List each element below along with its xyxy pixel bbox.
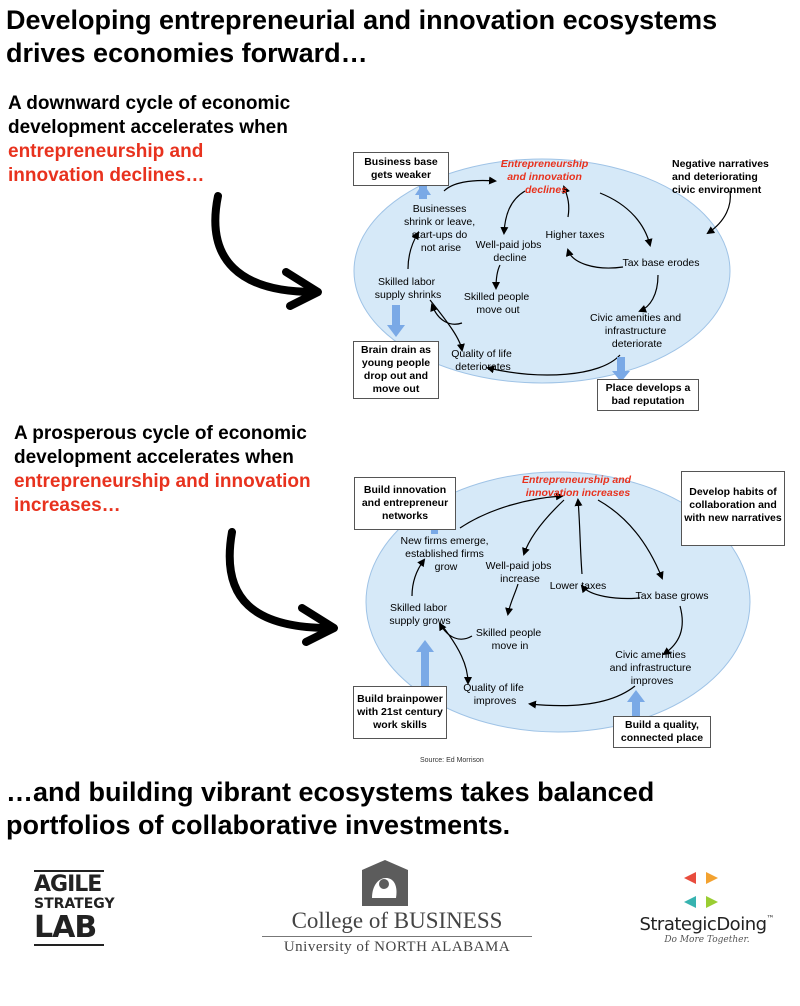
- blue-arrow-down-2: [612, 371, 630, 382]
- downward-cycle-arrows: [407, 176, 659, 376]
- node-businesses-shrink: Businesses shrink or leave, start-ups do…: [404, 203, 478, 254]
- downward-intro-red-line1: entrepreneurship and: [8, 141, 204, 162]
- upward-pointer-arrow: [225, 528, 338, 646]
- node-jobs-decline: Well-paid jobs decline: [476, 239, 545, 264]
- node-skilled-labor-grows: Skilled labor supply grows: [389, 602, 450, 627]
- node-tax-base-grows: Tax base grows: [636, 590, 709, 602]
- downward-intro-red-line2: innovation declines…: [8, 165, 205, 186]
- upward-intro-red-line1: entrepreneurship and innovation: [14, 471, 311, 492]
- college-of-business-logo: College of BUSINESS University of NORTH …: [262, 908, 532, 957]
- box-build-brainpower: Build brainpower with 21st century work …: [353, 686, 447, 739]
- upward-center-label: Entrepreneurship and innovation increase…: [522, 474, 634, 499]
- page-title-line1: Developing entrepreneurial and innovatio…: [6, 5, 718, 35]
- node-civic-improves: Civic amenities and infrastructure impro…: [610, 649, 695, 687]
- downward-ellipse: [353, 158, 731, 384]
- downward-blue-arrows: [387, 183, 630, 382]
- downward-intro-line1: A downward cycle of economic: [8, 93, 291, 114]
- box-business-base-weaker: Business base gets weaker: [353, 152, 449, 186]
- upward-cycle-arrows: [411, 492, 683, 709]
- box-develop-habits: Develop habits of collaboration and with…: [681, 471, 785, 546]
- downward-center-label: Entrepreneurship and innovation declines: [501, 158, 591, 196]
- node-skilled-people-out: Skilled people move out: [464, 291, 532, 316]
- downward-intro: A downward cycle of economic development…: [8, 92, 290, 188]
- node-lower-taxes: Lower taxes: [550, 580, 607, 592]
- footer-title-line1: …and building vibrant ecosystems takes b…: [6, 777, 655, 807]
- blue-arrow-up-brainpower: [416, 640, 434, 652]
- box-quality-place: Build a quality, connected place: [613, 716, 711, 748]
- upward-intro-line1: A prosperous cycle of economic: [14, 423, 307, 444]
- upward-intro: A prosperous cycle of economic developme…: [14, 422, 311, 518]
- strategic-doing-logo: StrategicDoing™ Do More Together.: [639, 914, 775, 945]
- box-bad-reputation: Place develops a bad reputation: [597, 379, 699, 411]
- page-title-line2: drives economies forward…: [6, 38, 368, 68]
- upward-ellipse: [365, 471, 751, 733]
- node-jobs-increase: Well-paid jobs increase: [486, 560, 555, 585]
- strategic-doing-arrows-icon: [676, 868, 726, 912]
- node-skilled-labor-shrinks: Skilled labor supply shrinks: [375, 276, 442, 301]
- node-civic-deteriorate: Civic amenities and infrastructure deter…: [590, 312, 684, 350]
- downward-intro-line2: development accelerates when: [8, 117, 288, 138]
- box-negative-narratives: Negative narratives and deteriorating ci…: [672, 158, 769, 196]
- upward-cycle-diagram: Entrepreneurship and innovation increase…: [365, 471, 751, 764]
- box-brain-drain: Brain drain as young people drop out and…: [353, 341, 439, 399]
- agile-strategy-lab-logo: AGILE STRATEGY LAB: [34, 870, 115, 946]
- node-quality-improves: Quality of life improves: [463, 682, 527, 707]
- downward-pointer-arrow: [211, 192, 322, 310]
- upward-intro-red-line2: increases…: [14, 495, 121, 516]
- node-higher-taxes: Higher taxes: [546, 229, 605, 241]
- footer-title: …and building vibrant ecosystems takes b…: [6, 776, 796, 842]
- node-new-firms: New firms emerge, established firms grow: [400, 535, 491, 573]
- lion-crest-icon: [360, 860, 410, 906]
- node-quality-deteriorates: Quality of life deteriorates: [451, 348, 515, 373]
- blue-arrow-up-place: [627, 690, 645, 702]
- box-build-networks: Build innovation and entrepreneur networ…: [354, 477, 456, 530]
- node-tax-base-erodes: Tax base erodes: [622, 257, 699, 269]
- footer-title-line2: portfolios of collaborative investments.: [6, 810, 511, 840]
- node-skilled-people-in: Skilled people move in: [476, 627, 544, 652]
- blue-arrow-down: [387, 325, 405, 337]
- upward-intro-line2: development accelerates when: [14, 447, 294, 468]
- source-label: Source: Ed Morrison: [420, 757, 484, 764]
- downward-cycle-diagram: Entrepreneurship and innovation declines…: [353, 158, 731, 384]
- page-title: Developing entrepreneurial and innovatio…: [6, 4, 796, 70]
